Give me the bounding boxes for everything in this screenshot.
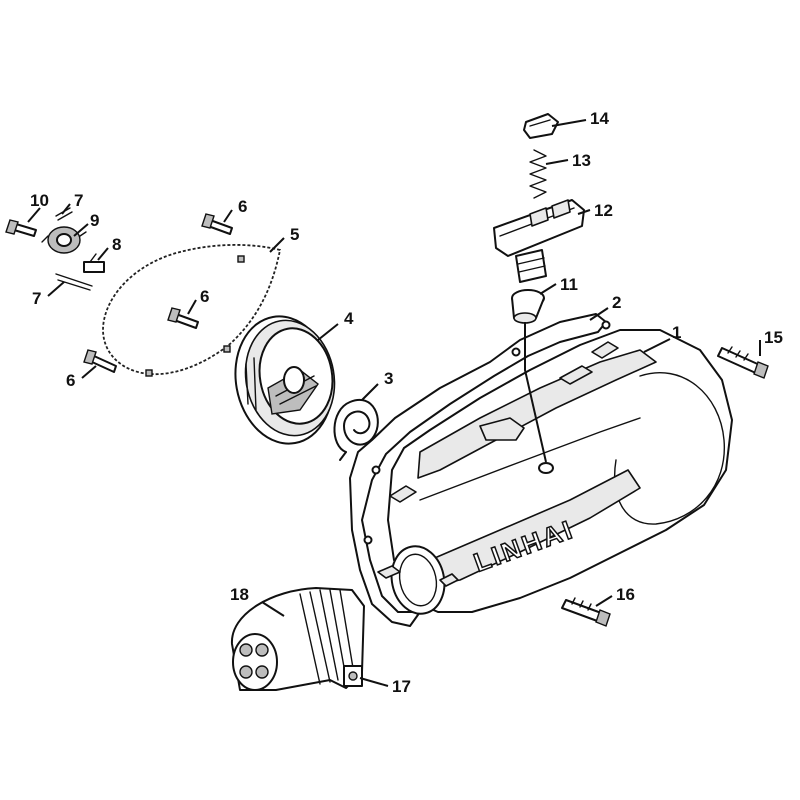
callout-18: 18 bbox=[230, 585, 249, 604]
callout-12: 12 bbox=[594, 201, 613, 220]
callout-7-upper: 7 bbox=[74, 191, 83, 210]
recoil-spring bbox=[333, 399, 379, 461]
air-duct bbox=[230, 587, 365, 691]
ratchet-cam bbox=[41, 226, 87, 254]
kick-shaft-boss bbox=[511, 289, 547, 463]
callout-6-upper: 6 bbox=[238, 197, 247, 216]
pawl bbox=[83, 253, 105, 273]
callout-2: 2 bbox=[612, 293, 621, 312]
callout-11: 11 bbox=[560, 275, 578, 294]
cvt-cover: LINHAI bbox=[377, 329, 733, 615]
callout-4: 4 bbox=[344, 309, 354, 328]
callout-9: 9 bbox=[90, 211, 99, 230]
callout-5: 5 bbox=[290, 225, 299, 244]
ratchet-bolt bbox=[5, 219, 37, 237]
bolt-upper bbox=[201, 213, 233, 235]
callout-1: 1 bbox=[672, 323, 681, 342]
bolt-middle bbox=[167, 307, 199, 329]
callout-16: 16 bbox=[616, 585, 635, 604]
cover-boss bbox=[377, 341, 619, 587]
duct-clamp bbox=[343, 665, 363, 687]
pedal-clip bbox=[523, 113, 559, 139]
bolt-left bbox=[83, 349, 117, 373]
bolt-right bbox=[717, 346, 769, 379]
callout-15: 15 bbox=[764, 328, 783, 347]
callout-14: 14 bbox=[590, 109, 609, 128]
pawl-spring-upper bbox=[55, 207, 73, 221]
starter-pulley bbox=[234, 315, 336, 445]
callout-6-left: 6 bbox=[66, 371, 75, 390]
starter-gasket bbox=[102, 244, 282, 377]
callout-10: 10 bbox=[30, 191, 49, 210]
callout-8: 8 bbox=[112, 235, 121, 254]
cover-gasket bbox=[349, 313, 611, 627]
bolt-lower bbox=[561, 597, 611, 627]
kick-pedal bbox=[493, 199, 585, 283]
pedal-spring bbox=[529, 149, 547, 199]
callout-7-lower: 7 bbox=[32, 289, 41, 308]
callout-13: 13 bbox=[572, 151, 591, 170]
callout-3: 3 bbox=[384, 369, 393, 388]
callout-17: 17 bbox=[392, 677, 411, 696]
pawl-spring-lower bbox=[55, 273, 93, 291]
callout-6-middle: 6 bbox=[200, 287, 209, 306]
callout-labels: 1 2 3 4 5 6 6 6 7 7 8 9 10 11 12 13 14 1… bbox=[30, 109, 783, 696]
leader-lines bbox=[27, 119, 761, 687]
